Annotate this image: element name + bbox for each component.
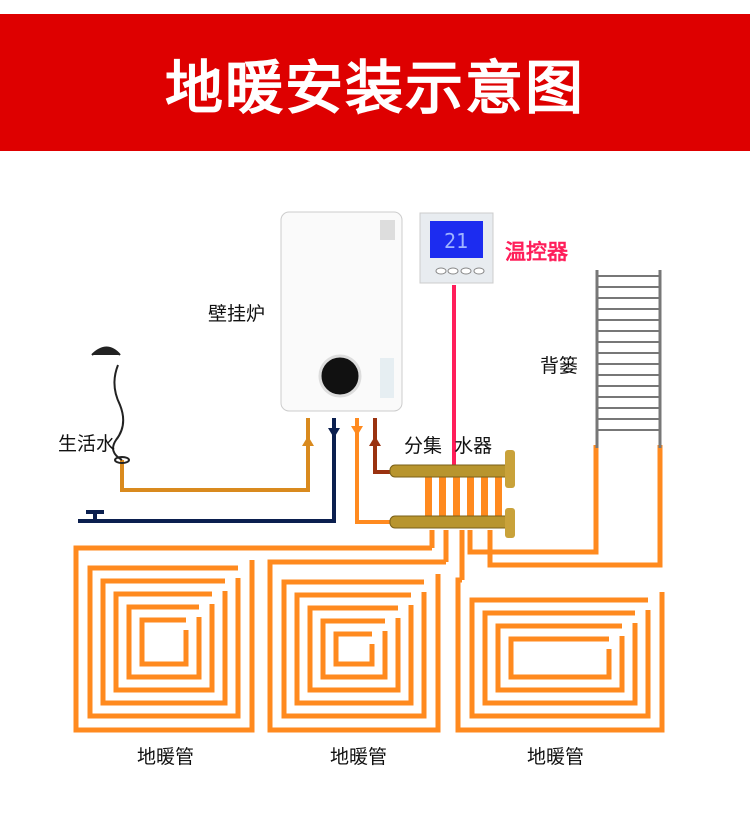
page-title: 地暖安装示意图 [164,53,585,122]
manifold-outlet [453,477,460,517]
floor-pipe-label: 地暖管 [330,746,388,768]
domestic-water-label: 生活水 [58,433,116,455]
radiator-label: 背篓 [540,355,579,377]
manifold-outlet [439,477,446,517]
floor-pipe-label: 地暖管 [527,746,585,768]
manifold-outlet [495,477,502,517]
floor-pipe-loop [333,631,375,667]
arrow-down-icon [351,426,363,436]
floor-pipe-loop [139,617,189,667]
manifold-top-bar [389,464,511,478]
arrow-down-icon [328,428,340,438]
boiler [280,211,403,412]
floor-pipe-loop [320,618,388,680]
floor-pipe-loop [267,559,446,733]
manifold-outlet [425,477,432,517]
radiator-pipe [467,445,599,555]
floor-pipe-loop [100,578,228,706]
tap-icon [86,510,104,521]
floor-pipe-loop [455,577,665,733]
title-banner: 地暖安装示意图 [0,14,750,151]
thermostat-screen [430,221,483,258]
floor-pipe-loop [482,610,638,706]
shower-icon [91,346,130,464]
manifold-outlet [467,477,474,517]
manifold-outlet [481,477,488,517]
floor-pipe-loop [495,623,625,693]
floor-pipe-loop [307,605,401,693]
manifold-outlets [425,477,502,517]
arrow-up-icon [302,436,314,446]
floor-pipe-loop [113,591,215,693]
arrow-up-icon [369,436,381,446]
floor-pipe-loop [469,597,651,719]
supply-pipe [355,418,398,524]
floor-pipe-label: 地暖管 [137,746,195,768]
boiler-label: 壁挂炉 [208,303,266,325]
floor-pipe-loop [508,636,612,680]
floor-pipe-loop [126,604,202,680]
boiler-display [318,354,362,398]
floor-heating-pipes [73,530,665,733]
radiator-pipe [487,445,663,568]
manifold-label: 分集 水器 [404,435,493,457]
floor-pipe-loop [294,592,414,706]
floor-pipe-loop [281,579,427,719]
thermostat-label: 温控器 [505,240,568,264]
hot-water-pipe [120,418,310,492]
floor-pipe-loop [73,545,432,733]
manifold-bottom-bar [389,515,511,529]
floor-pipe-loop [87,565,241,719]
cold-water-pipe [78,418,336,523]
towel-radiator [595,270,662,448]
thermostat-reading: 21 [444,229,468,253]
